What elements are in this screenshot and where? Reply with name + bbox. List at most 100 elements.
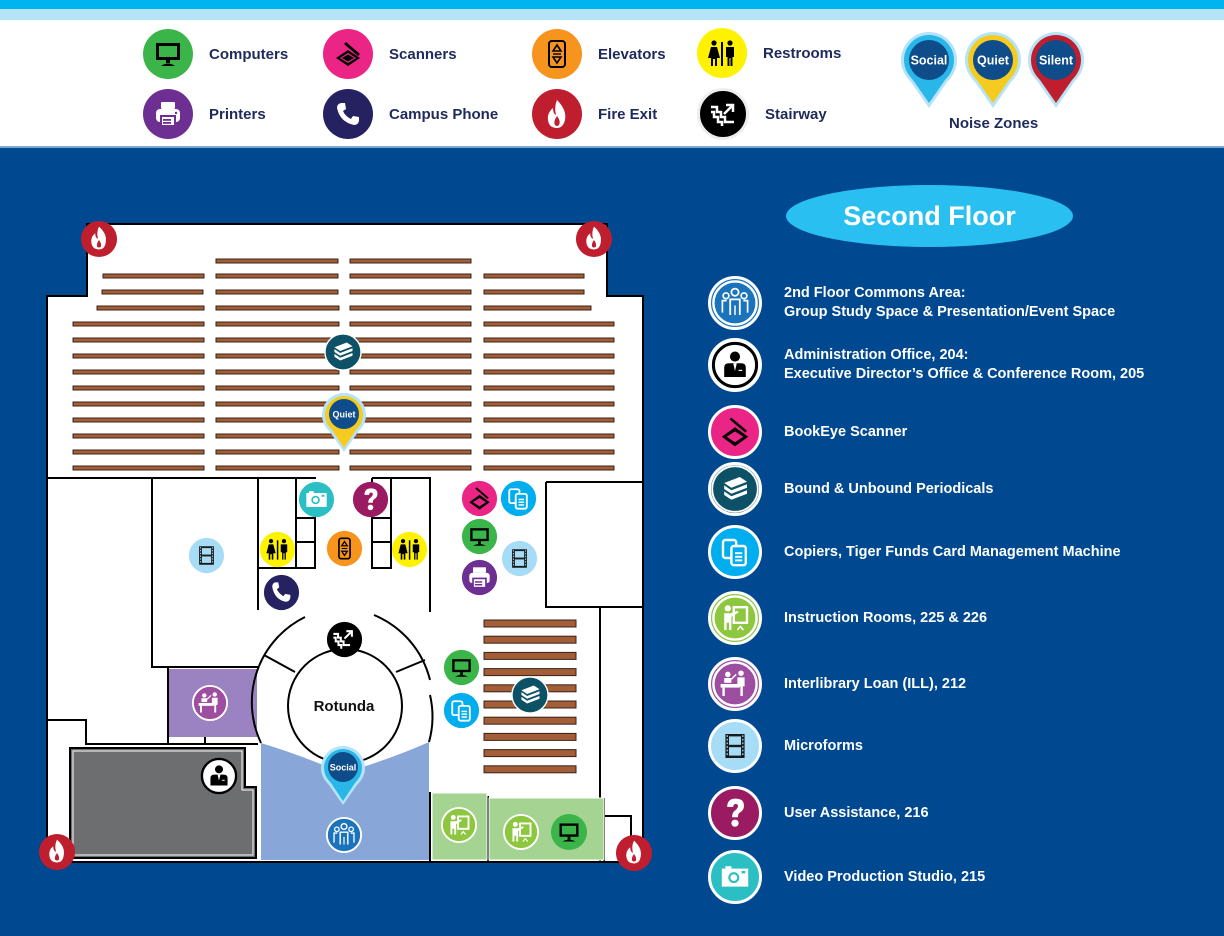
legend-stairway: Stairway — [697, 88, 827, 140]
shelf — [72, 337, 205, 343]
rotunda — [250, 614, 434, 764]
shelf — [349, 337, 472, 343]
phone-icon — [323, 89, 373, 139]
top-accent-band-light — [0, 9, 1224, 20]
key-label: 2nd Floor Commons Area: Group Study Space… — [784, 284, 1115, 322]
key-item: Administration Office, 204: Executive Dir… — [708, 338, 1144, 392]
key-label-line: Administration Office, 204: — [784, 347, 969, 363]
shelf — [215, 465, 340, 471]
key-label-line: Interlibrary Loan (ILL), 212 — [784, 675, 967, 692]
shelf — [349, 321, 472, 327]
shelf — [349, 401, 472, 407]
shelf — [72, 449, 205, 455]
legend-campus-phone: Campus Phone — [323, 89, 498, 139]
shelf — [483, 369, 615, 375]
key-label-line: Executive Director’s Office & Conference… — [784, 366, 1145, 382]
instruction-icon — [708, 591, 762, 645]
legend-elevators: Elevators — [532, 29, 666, 79]
shelf — [483, 668, 577, 677]
fire-icon — [532, 89, 582, 139]
shelf — [349, 385, 472, 391]
campus-phone-marker — [263, 574, 300, 611]
instruction-room-225-marker — [440, 806, 478, 844]
book-stacks-east — [483, 619, 577, 774]
key-item: Copiers, Tiger Funds Card Management Mac… — [708, 525, 1121, 579]
key-item: 2nd Floor Commons Area: Group Study Space… — [708, 276, 1115, 330]
copier-marker-north — [500, 480, 537, 517]
shelf — [483, 337, 615, 343]
key-label-line: 2nd Floor Commons Area: — [784, 285, 966, 301]
shelf — [349, 417, 472, 423]
floor-plan: Rotunda Quiet Social — [38, 220, 653, 872]
key-label-line: Copiers, Tiger Funds Card Management Mac… — [784, 543, 1121, 560]
instruction-room-226-marker — [502, 813, 540, 851]
legend-scanners: Scanners — [323, 29, 457, 79]
key-label-line: BookEye Scanner — [784, 423, 908, 440]
key-label: Copiers, Tiger Funds Card Management Mac… — [784, 543, 1121, 562]
shelf — [349, 353, 472, 359]
shelf — [349, 433, 472, 439]
ill-marker — [191, 684, 229, 722]
commons-area-marker — [325, 816, 363, 854]
book-stacks — [96, 258, 592, 311]
key-label-line: Bound & Unbound Periodicals — [784, 480, 994, 497]
shelf — [483, 765, 577, 774]
printer-icon — [143, 89, 193, 139]
shelf — [483, 619, 577, 628]
restroom-icon — [697, 28, 747, 78]
key-item: User Assistance, 216 — [708, 786, 929, 840]
shelf — [72, 417, 205, 423]
legend-printers: Printers — [143, 89, 266, 139]
shelf — [215, 417, 340, 423]
shelf — [483, 449, 615, 455]
key-item: Bound & Unbound Periodicals — [708, 462, 993, 516]
fire-exit-marker-se — [615, 834, 653, 872]
key-label: Administration Office, 204: Executive Dir… — [784, 346, 1144, 384]
quiet-zone-pin-label: Quiet — [332, 410, 355, 420]
microforms-marker-east — [501, 540, 538, 577]
shelf — [483, 417, 615, 423]
key-label: Bound & Unbound Periodicals — [784, 480, 993, 499]
legend-computers: Computers — [143, 29, 288, 79]
legend-fire-exit: Fire Exit — [532, 89, 657, 139]
shelf — [483, 651, 577, 660]
shelf — [72, 465, 205, 471]
video-studio-marker — [298, 481, 335, 518]
periodicals-marker-east — [511, 676, 549, 714]
shelf — [483, 635, 577, 644]
key-label: Microforms — [784, 737, 863, 756]
elevator-icon — [532, 29, 582, 79]
shelf — [483, 353, 615, 359]
key-label-line: Group Study Space & Presentation/Event S… — [784, 304, 1116, 320]
scanner-icon — [323, 29, 373, 79]
shelf — [483, 465, 615, 471]
key-label: BookEye Scanner — [784, 423, 907, 442]
shelf — [72, 369, 205, 375]
key-item: Video Production Studio, 215 — [708, 850, 985, 904]
key-label-line: Instruction Rooms, 225 & 226 — [784, 609, 988, 626]
printer-marker — [461, 559, 498, 596]
fire-exit-marker-sw — [38, 833, 76, 871]
ill-desk-icon — [708, 657, 762, 711]
key-item: Microforms — [708, 719, 863, 773]
camera-icon — [708, 850, 762, 904]
key-label: Video Production Studio, 215 — [784, 868, 985, 887]
shelf — [72, 401, 205, 407]
monitor-icon — [143, 29, 193, 79]
shelf — [72, 321, 205, 327]
shelf — [483, 732, 577, 741]
social-zone-pin: Social — [321, 746, 365, 805]
periodicals-marker-north — [324, 333, 362, 371]
shelf — [215, 433, 340, 439]
top-accent-band — [0, 0, 1224, 9]
copier-icon — [708, 525, 762, 579]
key-label: User Assistance, 216 — [784, 804, 929, 823]
shelf — [483, 385, 615, 391]
shelf — [349, 465, 472, 471]
scanner-icon — [708, 405, 762, 459]
shelf — [349, 449, 472, 455]
elevator-marker — [326, 530, 363, 567]
stairs-icon — [697, 88, 749, 140]
quiet-zone-pin: Quiet — [322, 393, 366, 452]
key-label: Instruction Rooms, 225 & 226 — [784, 609, 987, 628]
